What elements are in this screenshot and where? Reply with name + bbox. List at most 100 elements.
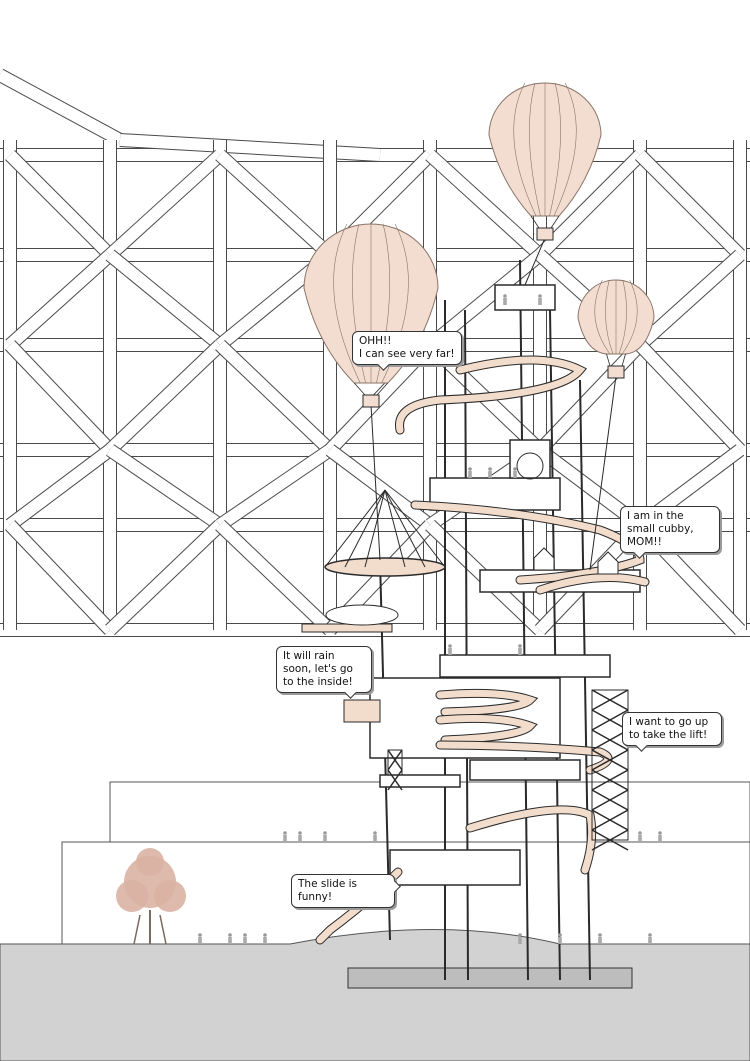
person-body <box>503 298 507 305</box>
tower-room <box>494 284 556 311</box>
tower-room <box>439 654 611 678</box>
truss-beam-core <box>105 150 225 260</box>
truss-beam-core <box>106 250 224 350</box>
ferris-wheel <box>516 452 544 480</box>
lift-brace <box>387 769 403 791</box>
person-head <box>448 644 452 648</box>
tower-structure <box>198 259 662 981</box>
lift-brace <box>591 749 629 771</box>
tower-room <box>469 759 581 781</box>
truss-beam-core <box>5 340 115 455</box>
spiral-slide-fill <box>396 356 586 434</box>
balloon-tether <box>589 375 617 571</box>
cubby-house <box>597 551 619 575</box>
spiral-slide-fill <box>466 806 596 874</box>
person-body <box>658 835 662 842</box>
truss-beam-core <box>635 250 745 350</box>
truss-beam-core <box>535 150 645 260</box>
balloon-basket <box>362 394 380 408</box>
spiral-slide-fill <box>436 689 537 716</box>
balloon-seam <box>605 279 614 355</box>
round-deck <box>324 557 446 577</box>
spiral-slide-fill <box>536 574 649 594</box>
lift-brace <box>591 809 629 831</box>
deck-cable <box>384 489 446 568</box>
person-head <box>503 294 507 298</box>
truss-beam-core <box>5 150 115 260</box>
truss-beam-core <box>6 445 114 530</box>
person-body <box>298 835 302 842</box>
person-body <box>488 471 492 478</box>
person-body <box>373 835 377 842</box>
tower-column <box>579 379 591 981</box>
spiral-slide-fill <box>436 714 537 744</box>
person-head <box>648 933 652 937</box>
person-head <box>488 467 492 471</box>
balloon-seam <box>333 223 361 384</box>
cubby-house <box>533 547 555 571</box>
balloon-rigging <box>376 382 389 396</box>
deck-cable <box>384 489 406 568</box>
speech-bubble-rain-soon: It will rain soon, let's go to the insid… <box>276 646 372 693</box>
truss-beam-core <box>635 340 745 455</box>
person-head <box>468 467 472 471</box>
person-head <box>598 933 602 937</box>
person-body <box>323 835 327 842</box>
person-head <box>638 831 642 835</box>
truss-beam-core <box>105 340 225 455</box>
person-head <box>518 644 522 648</box>
truss-beam-core <box>215 150 335 260</box>
lift-brace <box>591 709 629 731</box>
speech-bubble-take-lift: I want to go up to take the lift! <box>622 712 722 746</box>
truss-beam-core <box>5 520 115 635</box>
cloud-shape <box>325 604 399 626</box>
lift-shaft <box>387 749 403 776</box>
lift-brace <box>591 829 629 851</box>
foundation <box>347 967 633 989</box>
truss-beam-core <box>635 150 745 260</box>
truss-beam-core <box>105 520 225 635</box>
balloon-seam <box>594 279 611 355</box>
tower-room <box>379 774 461 788</box>
person-head <box>538 294 542 298</box>
person-body <box>518 648 522 655</box>
balloon-rigging <box>606 353 611 367</box>
balloon-seam <box>621 279 638 355</box>
person-body <box>468 471 472 478</box>
truss-beam-core <box>5 250 115 350</box>
deck-cable <box>384 489 426 568</box>
balloon-tether <box>370 404 381 561</box>
person-head <box>518 933 522 937</box>
person-body <box>598 937 602 944</box>
person-head <box>513 467 517 471</box>
person-head <box>228 933 232 937</box>
balloon-rigging <box>621 353 626 367</box>
balloon-seam <box>529 82 541 217</box>
deck-cable <box>344 489 386 568</box>
balloon-seam <box>553 82 577 217</box>
truss-beam-core <box>426 250 544 350</box>
deck-cable <box>324 489 386 568</box>
truss-beam-core <box>215 340 335 455</box>
background-truss-lattice <box>0 68 750 637</box>
person-body <box>558 937 562 944</box>
person-body <box>448 648 452 655</box>
deck-cable <box>364 489 386 568</box>
tree <box>116 848 186 945</box>
truss-beam-core <box>216 445 334 530</box>
person-body <box>243 937 247 944</box>
truss-beam-core <box>106 445 224 530</box>
truss-beam-core <box>215 520 335 635</box>
person-head <box>198 933 202 937</box>
person-head <box>298 831 302 835</box>
balloon-seam <box>513 82 537 217</box>
person-head <box>243 933 247 937</box>
balloon-tether <box>524 237 546 286</box>
balloon-seam <box>549 82 561 217</box>
person-body <box>513 471 517 478</box>
balloon-seam <box>618 279 627 355</box>
person-body <box>648 937 652 944</box>
person-body <box>538 298 542 305</box>
truss-beam-core <box>0 69 123 146</box>
